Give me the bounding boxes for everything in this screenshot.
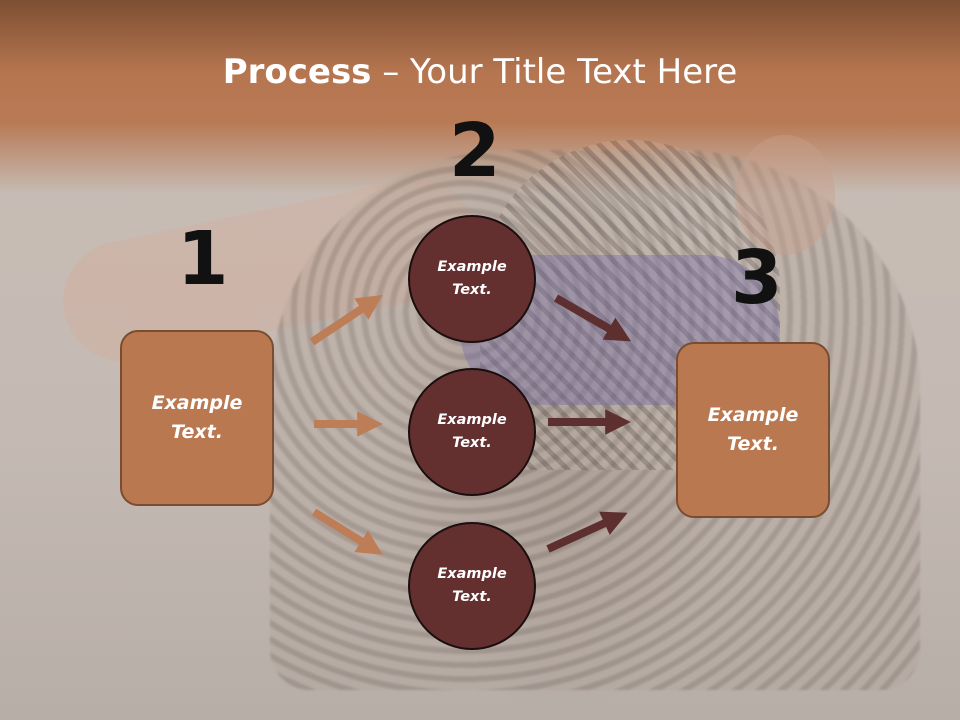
circle-middle-text: Example Text. xyxy=(437,409,506,455)
circle-top-text: Example Text. xyxy=(437,256,506,302)
box-right-line2: Text. xyxy=(727,433,779,455)
box-left-line2: Text. xyxy=(171,421,223,443)
circle-bottom-line2: Text. xyxy=(452,589,492,605)
arrow-left-to-top xyxy=(309,294,383,346)
process-box-right[interactable]: Example Text. xyxy=(676,342,830,518)
circle-top-line1: Example xyxy=(437,258,507,275)
box-right-line1: Example xyxy=(707,403,799,426)
title-bold: Process xyxy=(222,52,372,92)
arrow-left-to-bottom xyxy=(311,508,383,555)
step-number-2: 2 xyxy=(449,108,501,194)
process-box-left[interactable]: Example Text. xyxy=(120,330,274,506)
step-number-3: 3 xyxy=(731,235,783,321)
box-left-line1: Example xyxy=(151,391,243,414)
box-left-text: Example Text. xyxy=(152,389,243,448)
circle-top-line2: Text. xyxy=(452,282,492,298)
box-right-text: Example Text. xyxy=(708,401,799,460)
process-circle-middle[interactable]: Example Text. xyxy=(408,368,536,496)
background-photo-head xyxy=(735,135,835,255)
step-number-1: 1 xyxy=(177,216,229,302)
process-circle-top[interactable]: Example Text. xyxy=(408,215,536,343)
title-rest: – Your Title Text Here xyxy=(371,52,738,92)
process-circle-bottom[interactable]: Example Text. xyxy=(408,522,536,650)
circle-middle-line2: Text. xyxy=(452,435,492,451)
circle-bottom-line1: Example xyxy=(437,565,507,582)
arrow-bottom-to-right xyxy=(546,511,628,553)
circle-middle-line1: Example xyxy=(437,411,507,428)
arrow-top-to-right xyxy=(553,294,632,342)
slide-title[interactable]: Process – Your Title Text Here xyxy=(0,52,960,92)
circle-bottom-text: Example Text. xyxy=(437,563,506,609)
